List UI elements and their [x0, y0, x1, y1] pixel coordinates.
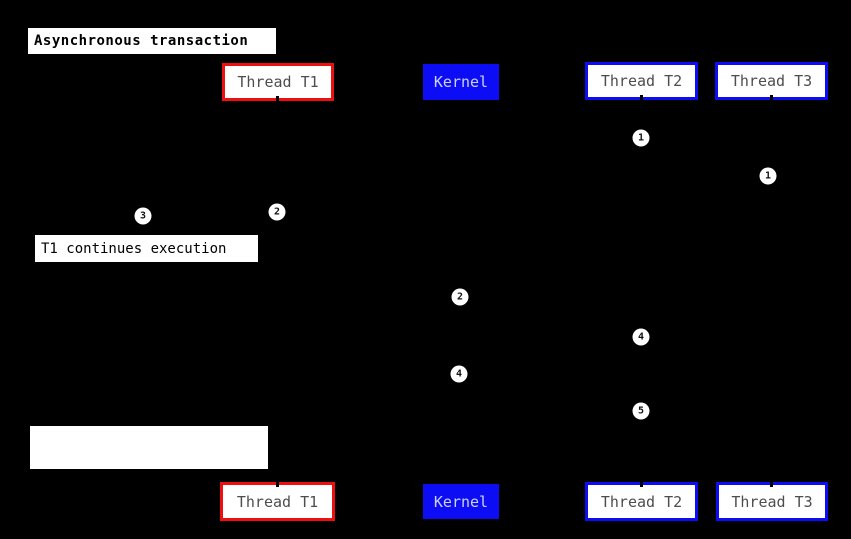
step-marker-3: 3: [134, 207, 152, 225]
participant-thread-t1-bottom: Thread T1: [220, 482, 335, 521]
step-marker-1-t2: 1: [632, 129, 650, 147]
lifeline-stub-t1-bottom: [276, 481, 279, 487]
step-marker-4-kernel: 4: [450, 365, 468, 383]
step-marker-2-t1: 2: [268, 203, 286, 221]
lifeline-stub-t2-top: [640, 95, 643, 101]
lifeline-stub-t3-top: [770, 95, 773, 101]
step-marker-1-t3: 1: [759, 167, 777, 185]
lifeline-stub-t2-bottom: [640, 481, 643, 487]
participant-thread-t3-bottom: Thread T3: [716, 482, 828, 521]
step-marker-2-kernel: 2: [451, 288, 469, 306]
lifeline-stub-t1-top: [276, 96, 279, 102]
participant-thread-t2-bottom: Thread T2: [585, 482, 698, 521]
participant-thread-t3-top: Thread T3: [715, 62, 828, 100]
note-blank: [30, 426, 268, 469]
participant-thread-t1-top: Thread T1: [222, 63, 334, 101]
step-marker-4-t2: 4: [632, 328, 650, 346]
note-t1-continues-execution: T1 continues execution: [35, 235, 258, 262]
participant-kernel-bottom: Kernel: [423, 484, 499, 519]
step-marker-5-t2: 5: [632, 402, 650, 420]
participant-kernel-top: Kernel: [423, 64, 499, 100]
lifeline-stub-t3-bottom: [770, 481, 773, 487]
diagram-title: Asynchronous transaction: [28, 28, 276, 54]
